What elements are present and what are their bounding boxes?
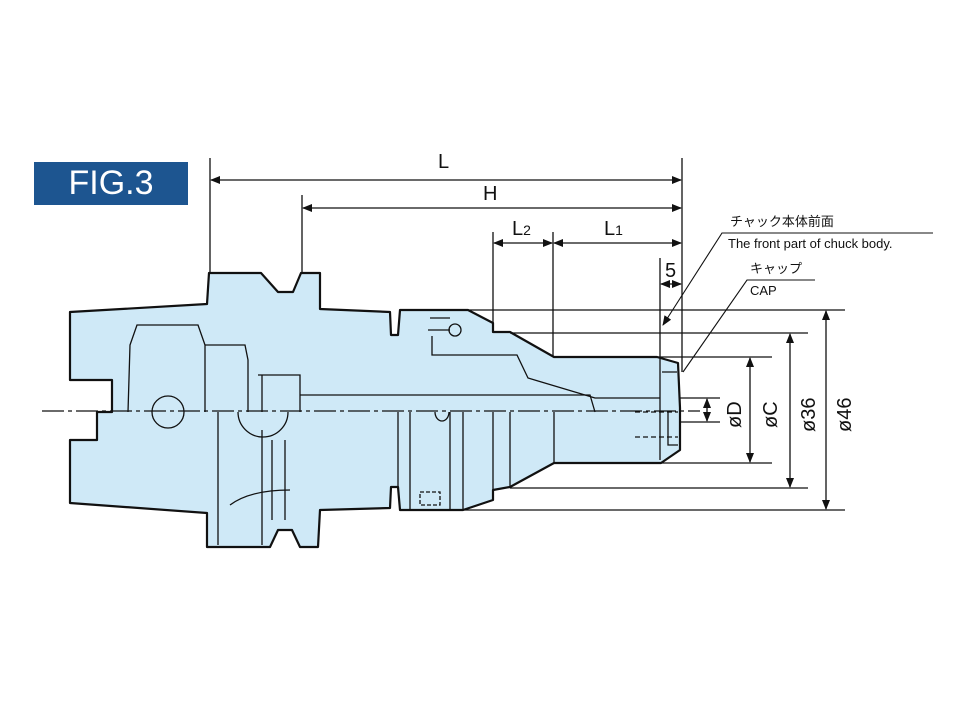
note-cap-jp: キャップ — [750, 261, 802, 276]
dimension-arrows — [210, 176, 830, 510]
dim-L2-label: L2 — [512, 218, 531, 240]
dim-L-label: L — [438, 151, 449, 173]
dim-D-label: øD — [724, 401, 746, 428]
holder-body — [68, 271, 682, 549]
dim-5-label: 5 — [665, 260, 676, 282]
dim-H-label: H — [483, 183, 497, 205]
leader-lines — [662, 232, 933, 373]
note-chuck-front-jp: チャック本体前面 — [730, 214, 834, 229]
dim-C-label: øC — [760, 401, 782, 428]
dim-L2-main: L — [512, 218, 523, 240]
dim-L2-sub: 2 — [523, 222, 531, 238]
dim-46-label: ø46 — [834, 398, 856, 432]
figure-label: FIG.3 — [34, 162, 188, 205]
dim-L1-label: L1 — [604, 218, 623, 240]
dim-L1-main: L — [604, 218, 615, 240]
note-cap-en: CAP — [750, 283, 777, 298]
internal-details — [127, 317, 678, 545]
note-chuck-front-en: The front part of chuck body. — [728, 236, 893, 251]
dim-L1-sub: 1 — [615, 222, 623, 238]
dim-36-label: ø36 — [798, 398, 820, 432]
